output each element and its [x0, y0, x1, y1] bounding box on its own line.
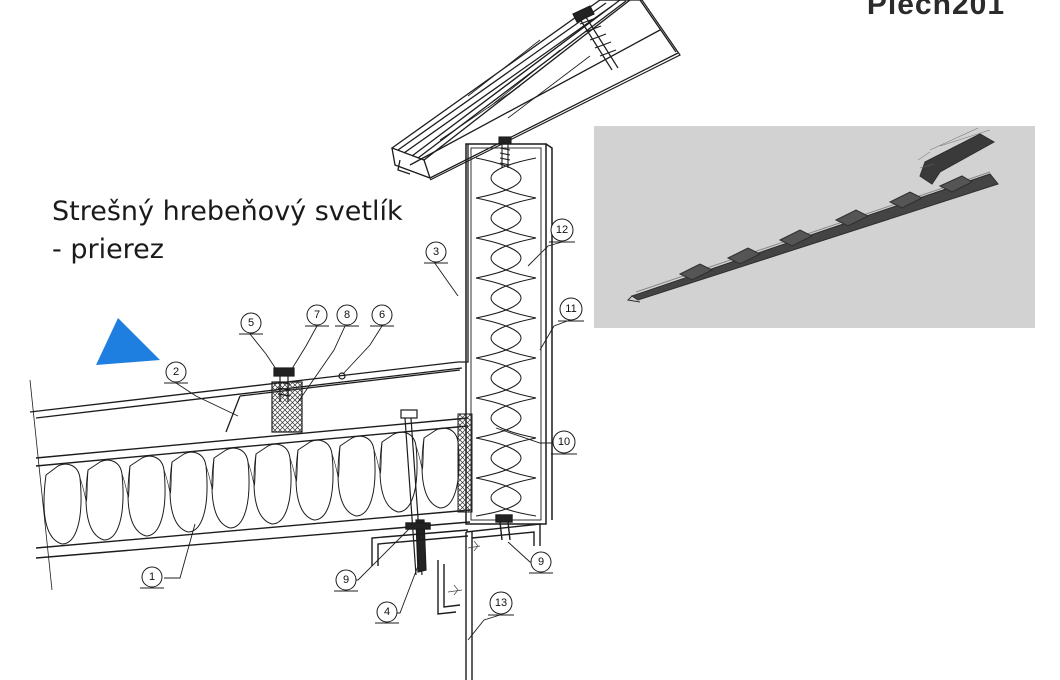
callout-11: 11 — [558, 297, 584, 322]
diagram-title-line-2: - prierez — [52, 234, 164, 265]
callout-4-label: 4 — [384, 606, 390, 618]
roof-insulation — [43, 427, 460, 545]
callout-3: 3 — [424, 241, 448, 264]
deck-bolt — [400, 409, 427, 576]
roof-flashing — [29, 144, 469, 433]
callout-12-label: 12 — [556, 224, 568, 236]
callout-7-label: 7 — [314, 309, 320, 321]
joint-sealant-strip — [457, 413, 473, 513]
weld-symbols — [447, 540, 481, 596]
roof-deck — [29, 379, 471, 591]
diagram-title-line-1: Strešný hrebeňový svetlík — [52, 196, 403, 227]
rivet — [338, 372, 346, 380]
callout-10-label: 10 — [558, 436, 570, 448]
callout-9-right: 9 — [529, 551, 553, 574]
render-profile — [626, 129, 999, 303]
sealing-block — [271, 381, 303, 433]
callout-6-label: 6 — [379, 309, 385, 321]
callout-6: 6 — [370, 304, 394, 327]
callout-9-right-label: 9 — [538, 556, 544, 568]
callout-3-label: 3 — [433, 246, 439, 258]
product-render-panel — [594, 126, 1035, 328]
upstand-insulation — [475, 157, 537, 517]
callout-7: 7 — [305, 304, 329, 327]
blue-triangle-icon — [96, 318, 160, 365]
callout-8: 8 — [335, 304, 359, 327]
upstand-frame — [465, 143, 553, 525]
glazing-screw — [572, 5, 619, 71]
render-dimension-lines — [917, 127, 979, 169]
callout-1: 1 — [140, 566, 164, 589]
callout-8-label: 8 — [344, 309, 350, 321]
callout-2: 2 — [164, 361, 188, 384]
ridge-fastener — [273, 367, 295, 402]
callout-2-label: 2 — [173, 366, 179, 378]
callout-9-left: 9 — [334, 569, 358, 592]
callout-13: 13 — [488, 591, 514, 616]
callout-10: 10 — [551, 430, 577, 455]
brand-logo-text: Plech201 — [866, 0, 1005, 21]
callout-12: 12 — [549, 218, 575, 243]
skylight-glazing-panel — [390, 0, 681, 181]
callout-1-label: 1 — [149, 571, 155, 583]
callout-5-label: 5 — [248, 317, 254, 329]
callout-11-label: 11 — [565, 303, 576, 315]
callout-5: 5 — [239, 312, 263, 335]
callout-13-label: 13 — [495, 597, 507, 609]
callout-9-left-label: 9 — [343, 574, 349, 586]
skylight-base-screw — [498, 136, 512, 168]
support-profiles — [371, 514, 541, 680]
callout-4: 4 — [375, 601, 399, 624]
